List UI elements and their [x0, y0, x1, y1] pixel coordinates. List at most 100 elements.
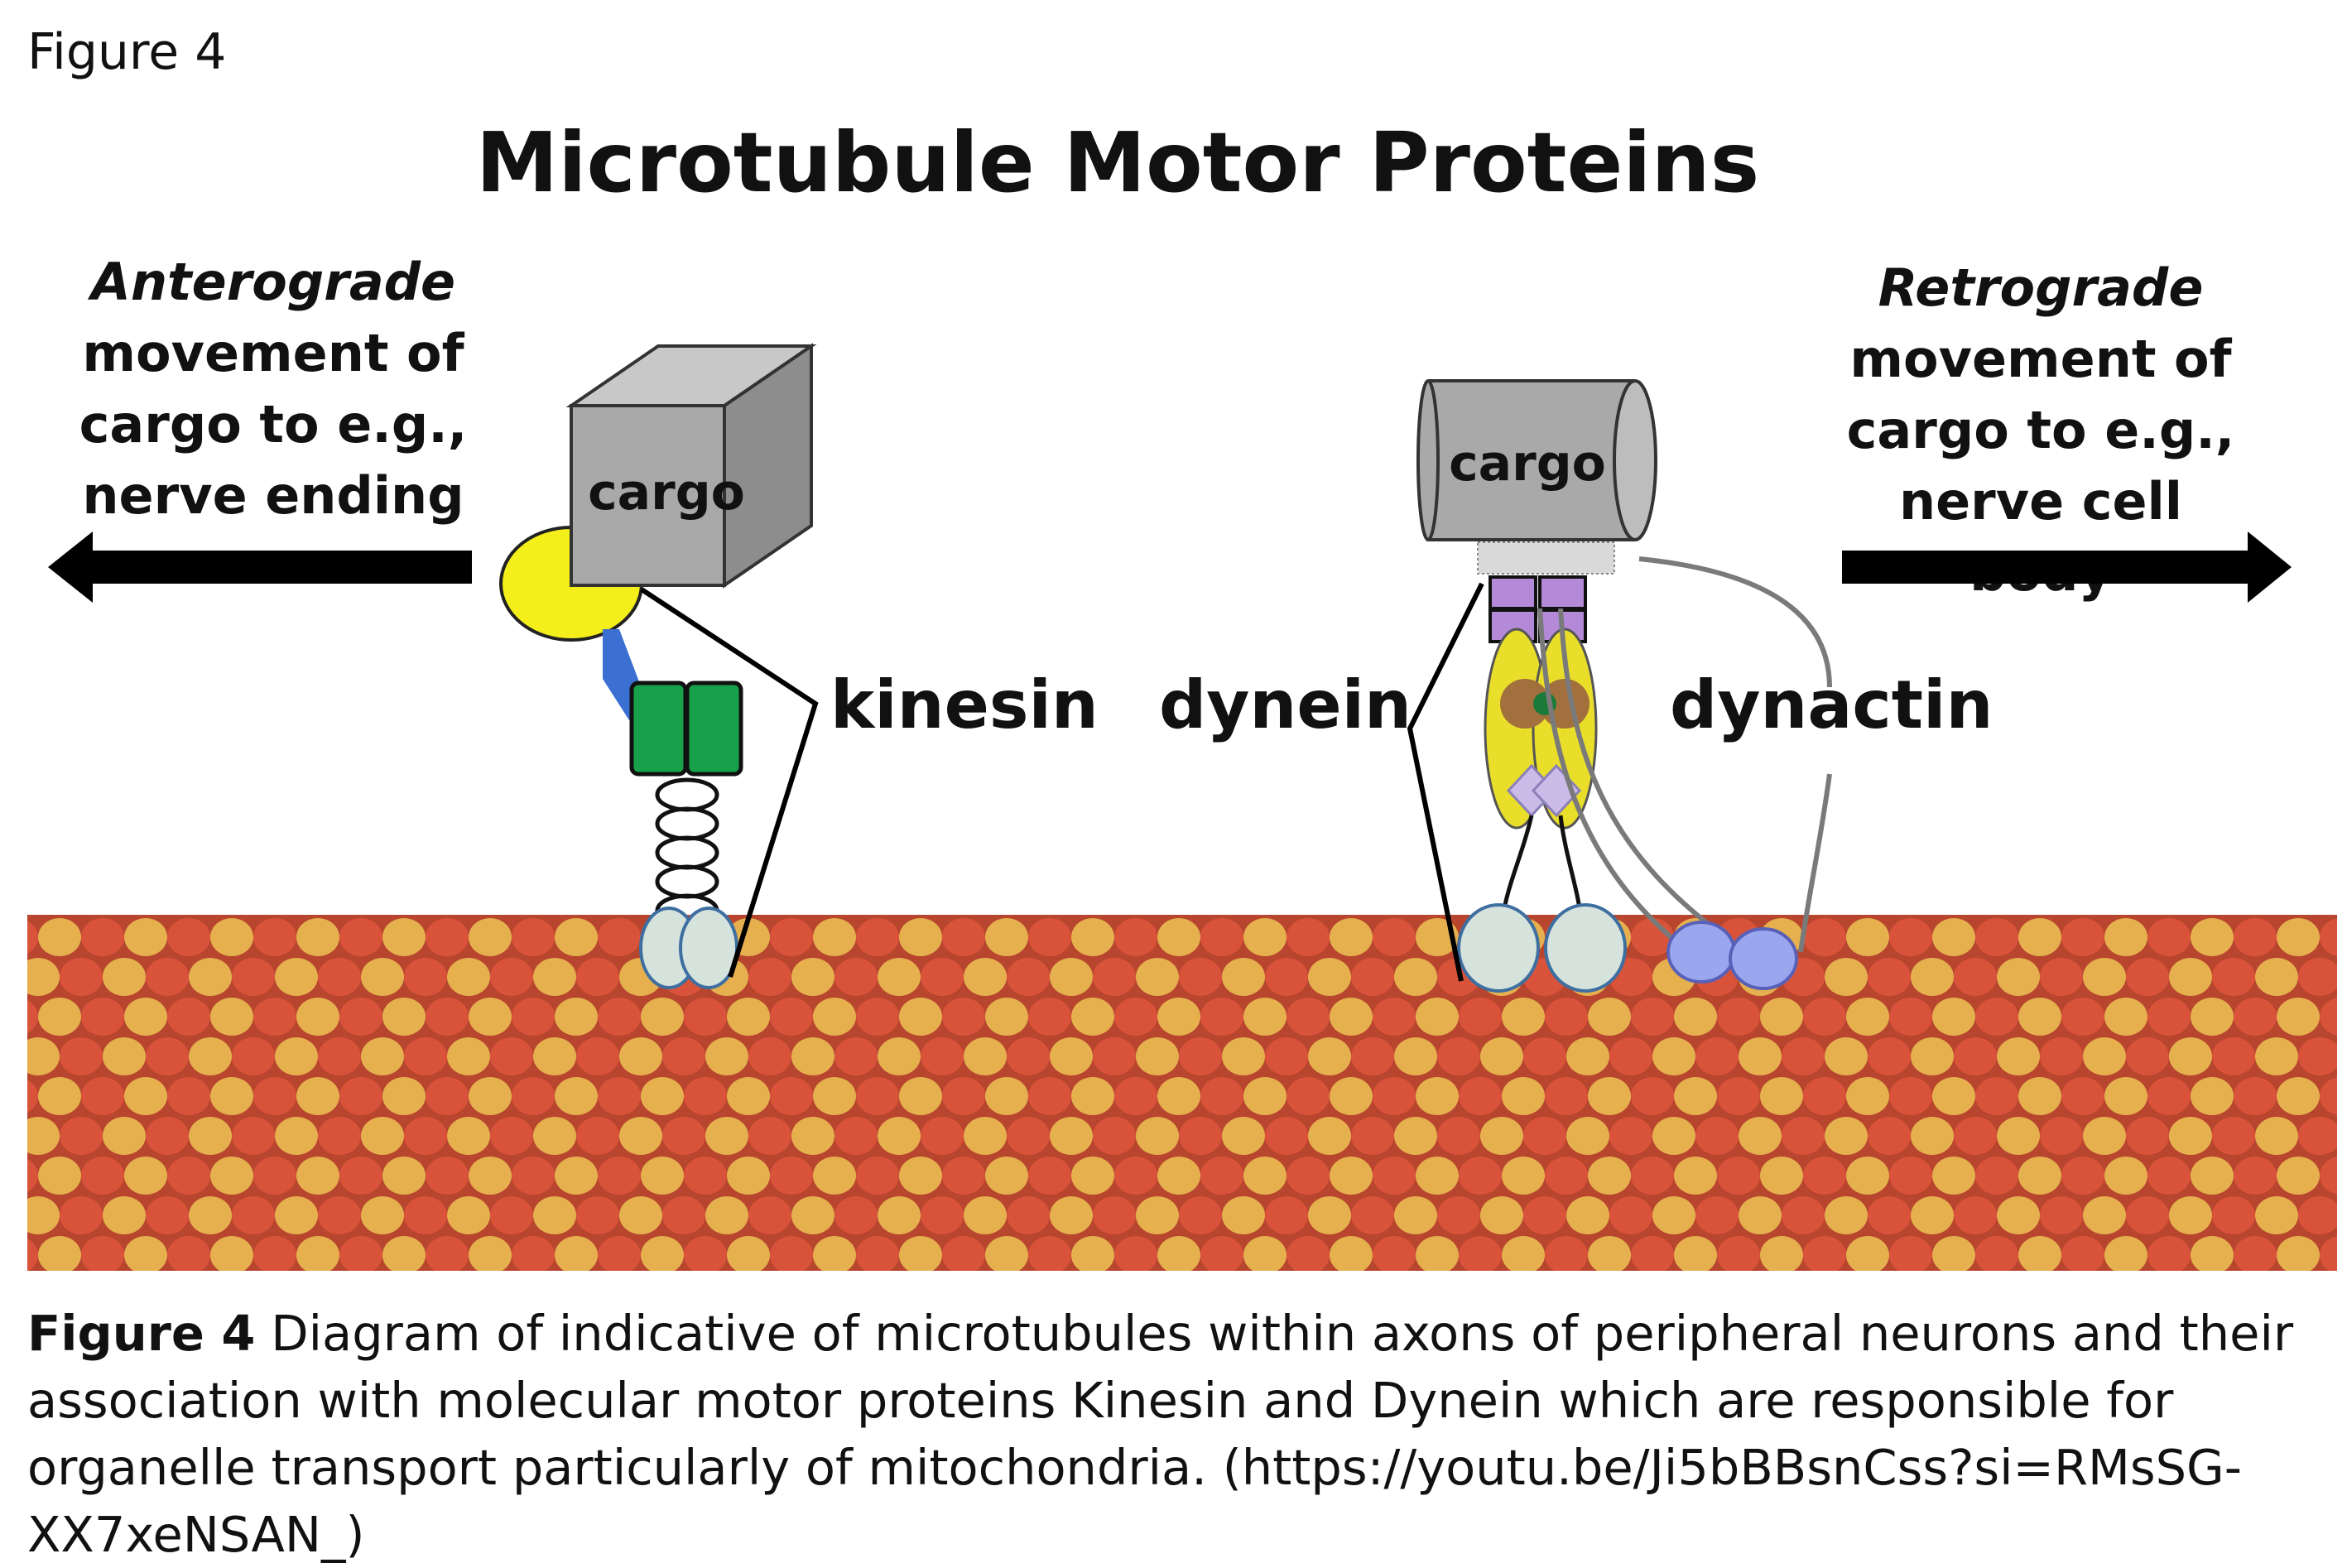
- tubulin-subunit: [662, 1196, 705, 1234]
- tubulin-subunit: [1932, 1157, 1975, 1195]
- tubulin-subunit: [1093, 1196, 1136, 1234]
- tubulin-subunit: [1222, 1117, 1265, 1155]
- tubulin-subunit: [27, 1159, 38, 1192]
- tubulin-subunit: [469, 1236, 512, 1271]
- tubulin-subunit: [1782, 1196, 1825, 1234]
- tubulin-subunit: [1739, 1037, 1782, 1075]
- tubulin-subunit: [490, 1117, 533, 1155]
- tubulin-subunit: [2255, 1117, 2298, 1155]
- tubulin-subunit: [1868, 1037, 1911, 1075]
- tubulin-subunit: [985, 1157, 1028, 1195]
- tubulin-subunit: [1975, 1236, 2018, 1271]
- tubulin-subunit: [1566, 1117, 1609, 1155]
- tubulin-subunit: [27, 1117, 60, 1155]
- tubulin-subunit: [1071, 1236, 1114, 1271]
- tubulin-subunit: [791, 1196, 834, 1234]
- tubulin-subunit: [1330, 1236, 1373, 1271]
- tubulin-subunit: [124, 998, 167, 1036]
- tubulin-subunit: [210, 998, 253, 1036]
- tubulin-subunit: [921, 1117, 964, 1155]
- tubulin-subunit: [2083, 1037, 2126, 1075]
- tubulin-subunit: [1243, 1157, 1287, 1195]
- tubulin-subunit: [469, 1157, 512, 1195]
- tubulin-subunit: [1179, 1196, 1222, 1234]
- tubulin-subunit: [1287, 918, 1330, 956]
- tubulin-subunit: [2298, 1037, 2337, 1075]
- anterograde-line-1: movement of: [82, 323, 464, 383]
- tubulin-subunit: [1136, 1037, 1179, 1075]
- tubulin-subunit: [878, 958, 921, 996]
- tubulin-subunit: [1437, 1196, 1480, 1234]
- tubulin-subunit: [598, 1157, 641, 1195]
- tubulin-subunit: [1652, 1196, 1695, 1234]
- tubulin-subunit: [1631, 1077, 1674, 1115]
- tubulin-subunit: [1028, 1157, 1071, 1195]
- tubulin-subunit: [727, 1236, 770, 1271]
- tubulin-subunit: [727, 998, 770, 1036]
- tubulin-subunit: [1416, 1157, 1459, 1195]
- tubulin-subunit: [2191, 1236, 2234, 1271]
- tubulin-subunit: [1674, 1077, 1717, 1115]
- tubulin-subunit: [684, 1157, 727, 1195]
- tubulin-subunit: [2104, 998, 2147, 1036]
- tubulin-subunit: [662, 1037, 705, 1075]
- tubulin-subunit: [27, 921, 38, 954]
- tubulin-subunit: [2234, 1236, 2277, 1271]
- dynactin-speckled-band: [1477, 541, 1615, 575]
- tubulin-subunit: [103, 1196, 146, 1234]
- tubulin-subunit: [985, 918, 1028, 956]
- tubulin-subunit: [1803, 1157, 1846, 1195]
- tubulin-subunit: [124, 1157, 167, 1195]
- tubulin-subunit: [641, 1236, 684, 1271]
- dynactin-foot-right: [1729, 927, 1798, 990]
- tubulin-subunit: [1416, 998, 1459, 1036]
- tubulin-subunit: [1222, 958, 1265, 996]
- tubulin-subunit: [253, 918, 296, 956]
- tubulin-subunit: [1157, 918, 1200, 956]
- tubulin-subunit: [1803, 998, 1846, 1036]
- tubulin-subunit: [770, 1236, 813, 1271]
- tubulin-subunit: [1911, 1117, 1954, 1155]
- tubulin-subunit: [1351, 958, 1394, 996]
- tubulin-subunit: [1394, 958, 1437, 996]
- tubulin-subunit: [2147, 1077, 2191, 1115]
- tubulin-subunit: [2169, 958, 2212, 996]
- dynein-foot-right: [1544, 903, 1627, 993]
- tubulin-subunit: [1889, 1236, 1932, 1271]
- tubulin-subunit: [1416, 1077, 1459, 1115]
- tubulin-subunit: [2147, 918, 2191, 956]
- tubulin-subunit: [296, 1077, 339, 1115]
- tubulin-subunit: [1114, 1236, 1157, 1271]
- tubulin-subunit: [275, 1037, 318, 1075]
- tubulin-subunit: [1287, 998, 1330, 1036]
- cargo-left-label: cargo: [588, 464, 745, 522]
- retrograde-line-1: movement of: [1849, 329, 2232, 389]
- tubulin-subunit: [1394, 1196, 1437, 1234]
- tubulin-subunit: [1330, 1077, 1373, 1115]
- tubulin-subunit: [2018, 1157, 2061, 1195]
- tubulin-subunit: [576, 1037, 619, 1075]
- tubulin-subunit: [555, 998, 598, 1036]
- tubulin-subunit: [1588, 998, 1631, 1036]
- tubulin-subunit: [1007, 1196, 1050, 1234]
- tubulin-subunit: [2277, 1236, 2320, 1271]
- tubulin-subunit: [942, 1077, 985, 1115]
- tubulin-subunit: [964, 1117, 1007, 1155]
- tubulin-subunit: [1050, 1037, 1093, 1075]
- tubulin-subunit: [27, 1037, 60, 1075]
- tubulin-subunit: [318, 1117, 361, 1155]
- caption-bold: Figure 4: [27, 1305, 256, 1362]
- tubulin-subunit: [27, 1000, 38, 1033]
- tubulin-subunit: [770, 1157, 813, 1195]
- tubulin-subunit: [1695, 1037, 1739, 1075]
- tubulin-subunit: [426, 1157, 469, 1195]
- tubulin-subunit: [1631, 998, 1674, 1036]
- tubulin-subunit: [382, 1157, 426, 1195]
- tubulin-subunit: [1652, 1037, 1695, 1075]
- tubulin-subunit: [1825, 1117, 1868, 1155]
- tubulin-subunit: [856, 1157, 899, 1195]
- tubulin-subunit: [1373, 998, 1416, 1036]
- tubulin-subunit: [1954, 1037, 1997, 1075]
- tubulin-subunit: [2277, 998, 2320, 1036]
- tubulin-subunit: [1545, 998, 1588, 1036]
